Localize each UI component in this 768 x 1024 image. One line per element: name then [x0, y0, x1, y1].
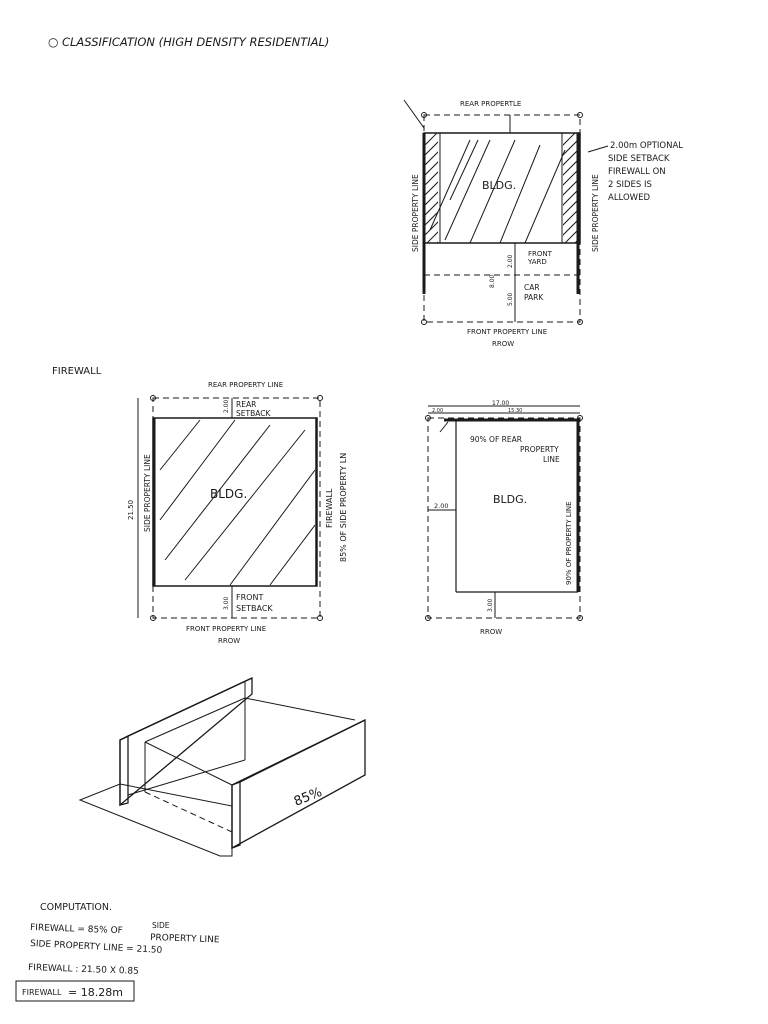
- plan-right: 17.00 2.00 15.30 90% OF REAR PROPERTY LI…: [425, 400, 583, 636]
- firewall-label: FIREWALL: [325, 488, 334, 528]
- front-property-line-label-left: FRONT PROPERTY LINE: [186, 625, 266, 633]
- rear-setback-label-1: REAR: [236, 400, 256, 409]
- plan-top: REAR PROPERTLE: [403, 99, 683, 348]
- side-property-line-left-plan: SIDE PROPERTY LINE: [143, 454, 152, 532]
- rear-setback-label-2: SETBACK: [236, 409, 271, 418]
- side-property-line-right: SIDE PROPERTY LINE: [591, 174, 600, 252]
- dim-b: 15.30: [508, 408, 522, 414]
- dim-rear-setback: 2.00: [223, 399, 230, 413]
- bldg-label-top: BLDG.: [482, 179, 516, 192]
- front-setback-label-2: SETBACK: [236, 604, 273, 613]
- header-bullet: ○: [48, 35, 58, 49]
- note-line-5: ALLOWED: [608, 193, 650, 203]
- dim-left-setback: 2.00: [434, 502, 448, 510]
- result-label: FIREWALL: [22, 988, 62, 997]
- car-park-label-1: CAR: [524, 283, 540, 292]
- plan-left: REAR PROPERTY LINE BLDG. 2.00 REAR SETBA…: [127, 381, 348, 645]
- car-park-label-2: PARK: [524, 293, 544, 302]
- side-property-line-left: SIDE PROPERTY LINE: [411, 174, 420, 252]
- front-yard-label-2: YARD: [527, 258, 547, 266]
- computation-title: COMPUTATION.: [40, 902, 112, 913]
- front-yard-label-1: FRONT: [528, 250, 553, 258]
- rear-note-line-1: 90% OF REAR: [470, 435, 522, 444]
- dim-front-yard: 2.00: [507, 254, 514, 268]
- rear-note-line-3: LINE: [543, 455, 560, 464]
- dim-side-length: 21.50: [127, 500, 135, 520]
- note-line-4: 2 SIDES IS: [608, 180, 652, 190]
- note-line-1: 2.00m OPTIONAL: [610, 141, 683, 151]
- page-title: CLASSIFICATION (HIGH DENSITY RESIDENTIAL…: [62, 35, 329, 49]
- rrow-label-right: RROW: [480, 628, 502, 636]
- bldg-label-left: BLDG.: [210, 487, 247, 501]
- computation-line-1: FIREWALL = 85% OF: [30, 923, 123, 936]
- dim-total-width: 17.00: [492, 400, 509, 407]
- rear-property-label: REAR PROPERTLE: [460, 100, 521, 108]
- rear-property-line-label-left: REAR PROPERTY LINE: [208, 381, 283, 389]
- front-setback-label-1: FRONT: [236, 593, 263, 602]
- bldg-label-right: BLDG.: [493, 493, 527, 506]
- rrow-label-left: RROW: [218, 637, 240, 645]
- rear-note-line-2: PROPERTY: [520, 445, 559, 454]
- dim-a: 2.00: [432, 408, 443, 414]
- note-line-2: SIDE SETBACK: [608, 154, 670, 164]
- front-property-line-label-top: FRONT PROPERTY LINE: [467, 328, 547, 336]
- computation-block: COMPUTATION. FIREWALL = 85% OF SIDE PROP…: [15, 902, 220, 1002]
- computation-line-2: SIDE PROPERTY LINE = 21.50: [30, 939, 163, 956]
- dim-total-depth: 8.00: [489, 274, 496, 288]
- computation-line-1-pl: PROPERTY LINE: [150, 933, 220, 945]
- result-value: = 18.28m: [68, 986, 123, 999]
- dim-front-setback-right: 3.00: [487, 598, 494, 612]
- isometric-sketch: 85%: [78, 676, 366, 857]
- dim-front-setback: 3.00: [223, 596, 230, 610]
- dim-car-park: 5.00: [507, 292, 514, 306]
- computation-line-1-side: SIDE: [152, 921, 170, 930]
- note-line-3: FIREWALL ON: [608, 167, 666, 177]
- rrow-label-top: RROW: [492, 340, 514, 348]
- firewall-section-label: FIREWALL: [52, 366, 102, 377]
- side-property-line-right-plan-b: 90% OF PROPERTY LINE: [565, 501, 573, 585]
- computation-line-3: FIREWALL : 21.50 X 0.85: [28, 963, 139, 977]
- side-property-line-right-plan: 85% OF SIDE PROPERTY LN: [339, 453, 348, 562]
